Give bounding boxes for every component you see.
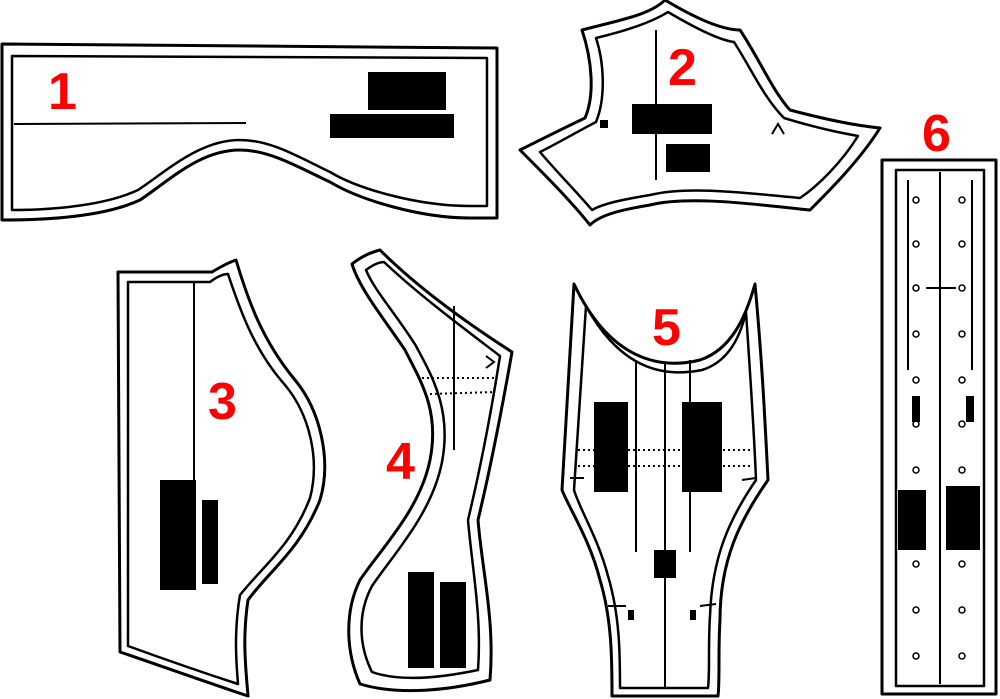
pattern-text-block	[330, 114, 454, 138]
notch-mark	[628, 610, 634, 620]
notch-mark	[485, 355, 496, 369]
pattern-piece-1	[0, 42, 499, 222]
notch-mark	[570, 477, 757, 481]
notch-mark	[690, 610, 696, 620]
pattern-text-block	[682, 402, 722, 492]
pattern-text-block	[440, 582, 466, 668]
pattern-text-block	[946, 486, 980, 550]
pattern-piece-5	[560, 282, 770, 698]
pattern-text-block	[202, 500, 218, 584]
pattern-text-block	[666, 144, 710, 172]
pattern-text-block	[632, 104, 712, 134]
pattern-text-block	[898, 490, 926, 550]
pattern-text-block	[594, 402, 628, 492]
pattern-text-block	[408, 572, 434, 668]
pattern-piece-6	[880, 158, 998, 696]
pattern-text-block	[160, 480, 196, 590]
pattern-text-block	[966, 396, 974, 422]
piece-number-6: 6	[922, 105, 951, 163]
piece-number-5: 5	[652, 299, 681, 357]
dart-mark	[608, 603, 717, 607]
notch-mark	[771, 122, 785, 135]
pattern-piece-3	[116, 258, 327, 698]
pattern-piece-2	[518, 0, 882, 227]
pattern-piece-4	[347, 248, 514, 693]
grainline	[13, 122, 247, 125]
piece-number-1: 1	[48, 63, 77, 121]
piece-number-2: 2	[668, 39, 697, 97]
lengthen-shorten-line	[429, 391, 495, 395]
piece-number-3: 3	[208, 373, 237, 431]
pattern-text-block	[368, 72, 446, 110]
pattern-text-block	[654, 550, 676, 578]
notch-mark	[600, 120, 608, 128]
piece-number-4: 4	[386, 433, 415, 491]
pattern-text-block	[912, 396, 920, 422]
